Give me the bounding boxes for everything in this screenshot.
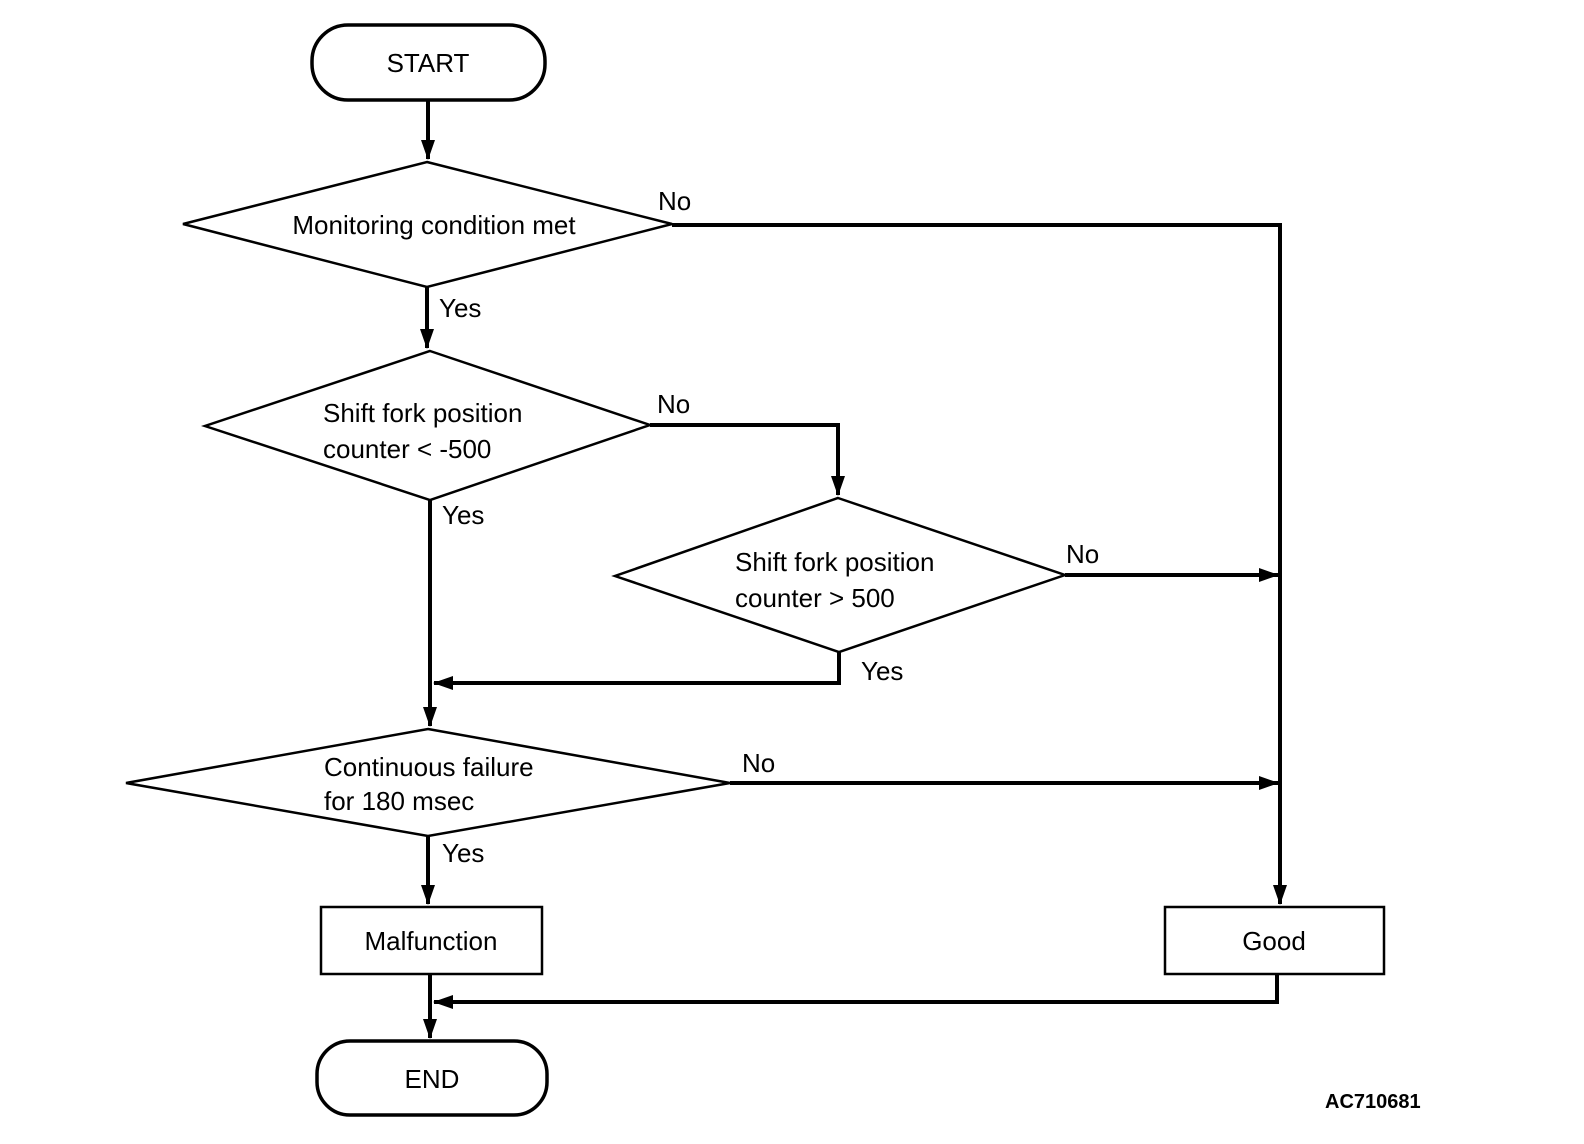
connector-d1-no-to-good <box>672 223 1287 905</box>
malfunction-label: Malfunction <box>365 926 498 956</box>
decision-counter-above-500-line2: counter > 500 <box>735 583 895 613</box>
connector-d3-yes-merge <box>433 652 841 690</box>
connector-d2-no-to-d3 <box>650 423 845 496</box>
edge-label-d2-no: No <box>657 389 690 419</box>
decision-counter-above-500-line1: Shift fork position <box>735 547 934 577</box>
edge-label-d1-no: No <box>658 186 691 216</box>
edge-label-d3-no: No <box>1066 539 1099 569</box>
decision-counter-below-minus-500 <box>201 349 654 502</box>
good-node <box>1163 905 1386 976</box>
start-label: START <box>387 48 470 78</box>
decision-counter-below-minus-500-line2: counter < -500 <box>323 434 491 464</box>
decision-counter-above-500 <box>611 496 1069 654</box>
decision-continuous-failure-line1: Continuous failure <box>324 752 534 782</box>
edge-label-d2-yes: Yes <box>442 500 484 530</box>
end-node <box>315 1039 549 1117</box>
connector-good-to-end-merge <box>433 974 1279 1009</box>
edge-label-d1-yes: Yes <box>439 293 481 323</box>
start-node <box>310 23 547 102</box>
edge-label-d4-yes: Yes <box>442 838 484 868</box>
figure-code: AC710681 <box>1325 1091 1421 1113</box>
edge-label-d3-yes: Yes <box>861 656 903 686</box>
decision-continuous-failure <box>125 727 731 838</box>
decision-counter-below-minus-500-line1: Shift fork position <box>323 398 522 428</box>
end-label: END <box>405 1064 460 1094</box>
good-label: Good <box>1242 926 1306 956</box>
decision-continuous-failure-line2: for 180 msec <box>324 786 474 816</box>
edge-label-d4-no: No <box>742 748 775 778</box>
decision-monitoring-condition <box>182 160 673 289</box>
malfunction-node <box>319 905 544 976</box>
decision-monitoring-condition-label: Monitoring condition met <box>292 210 576 240</box>
